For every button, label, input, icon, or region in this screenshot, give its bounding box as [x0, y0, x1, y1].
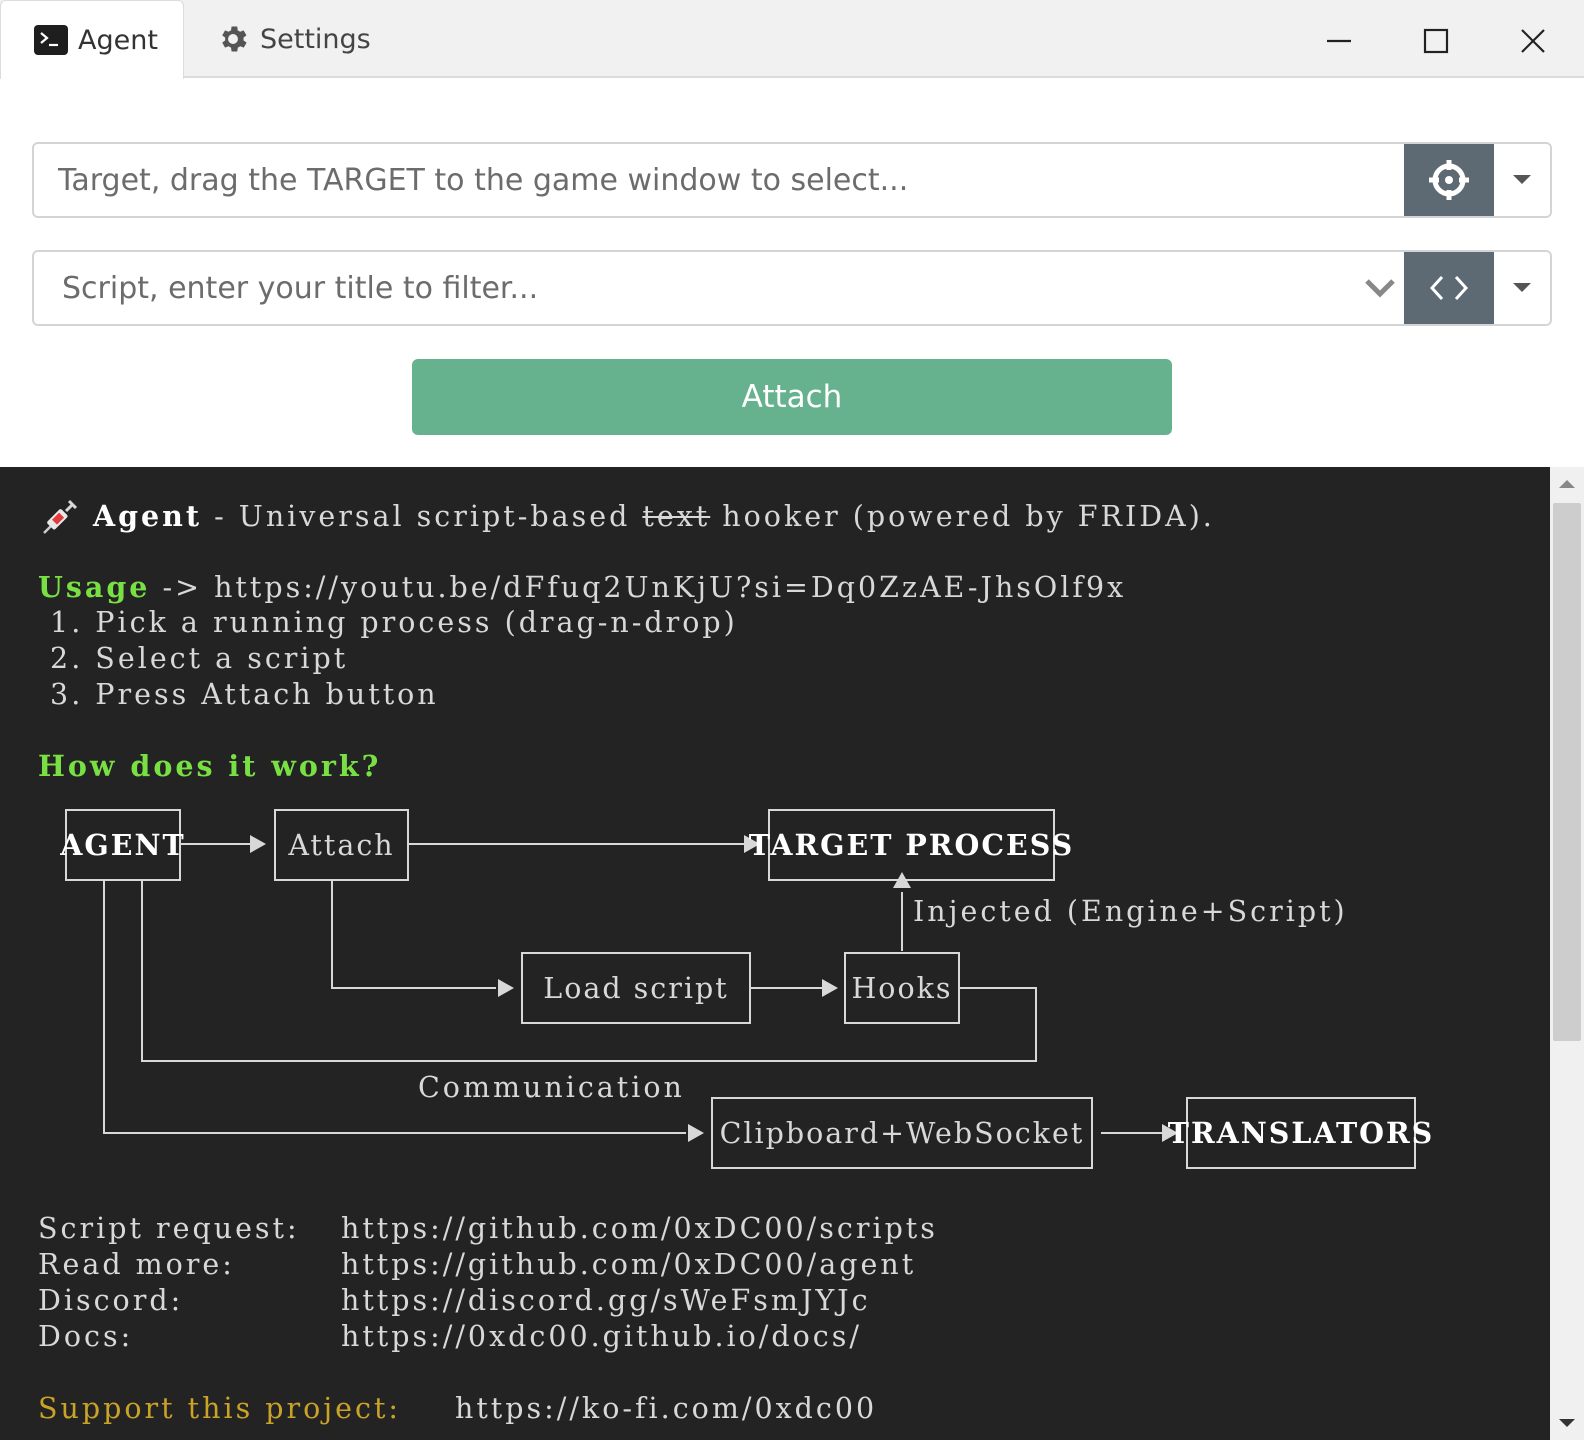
intro-struck-word: text [642, 500, 711, 533]
usage-step: 1. Pick a running process (drag-n-drop) [38, 606, 738, 639]
minimize-icon [1327, 39, 1351, 43]
intro-rest: hooker (powered by FRIDA). [710, 500, 1215, 533]
script-code-button[interactable] [1404, 252, 1494, 324]
intro-dash: - Universal script-based [202, 500, 643, 533]
diagram-communication-label: Communication [418, 1071, 685, 1104]
tab-settings[interactable]: Settings [216, 0, 386, 78]
caret-down-icon [1513, 175, 1531, 184]
code-icon [1429, 275, 1469, 301]
maximize-icon [1423, 28, 1449, 54]
diagram-injected-label: Injected (Engine+Script) [913, 895, 1348, 928]
link-url[interactable]: https://discord.gg/sWeFsmJYJc [341, 1284, 871, 1317]
scroll-up-icon [1559, 480, 1575, 488]
link-url[interactable]: https://0xdc00.github.io/docs/ [341, 1320, 862, 1353]
link-label: Discord: [38, 1284, 184, 1317]
usage-url[interactable]: https://youtu.be/dFfuq2UnKjU?si=Dq0ZzAE-… [214, 571, 1127, 604]
scroll-thumb[interactable] [1553, 503, 1581, 1041]
usage-line: Usage -> https://youtu.be/dFfuq2UnKjU?si… [38, 570, 1126, 605]
target-input[interactable]: Target, drag the TARGET to the game wind… [58, 162, 909, 198]
tab-agent[interactable]: Agent [0, 0, 184, 79]
usage-label: Usage [38, 570, 151, 604]
support-label: Support this project: [38, 1392, 402, 1425]
diagram-hooks-box: Hooks [844, 952, 960, 1024]
console-output: Agent - Universal script-based text hook… [0, 467, 1550, 1440]
diagram-attach-box: Attach [274, 809, 409, 881]
title-bar [0, 0, 1584, 78]
scroll-down-icon [1559, 1419, 1575, 1427]
link-label: Read more: [38, 1248, 235, 1281]
diagram-clipboard-box: Clipboard+WebSocket [711, 1097, 1093, 1169]
syringe-icon [40, 499, 78, 541]
link-label: Docs: [38, 1320, 134, 1353]
terminal-icon [34, 25, 68, 55]
script-field[interactable]: Script, enter your title to filter... [32, 250, 1552, 326]
link-url[interactable]: https://github.com/0xDC00/agent [341, 1248, 917, 1281]
target-dropdown-button[interactable] [1494, 144, 1550, 216]
diagram-target-process-box: TARGET PROCESS [749, 809, 1072, 881]
tab-divider [0, 76, 1584, 78]
link-url[interactable]: https://github.com/0xDC00/scripts [341, 1212, 938, 1245]
gear-icon [216, 22, 250, 56]
usage-step: 3. Press Attach button [38, 678, 439, 711]
scroll-down-button[interactable] [1550, 1406, 1584, 1440]
tab-settings-label: Settings [260, 23, 371, 55]
chevron-down-icon [1365, 279, 1395, 298]
tab-agent-label: Agent [78, 24, 158, 56]
target-picker-button[interactable] [1404, 144, 1494, 216]
maximize-button[interactable] [1411, 16, 1461, 66]
intro-name: Agent [93, 499, 203, 533]
diagram-agent-box: AGENT [60, 809, 184, 881]
scroll-up-button[interactable] [1550, 467, 1584, 501]
caret-down-icon [1513, 283, 1531, 292]
close-icon [1521, 29, 1545, 53]
intro-line: Agent - Universal script-based text hook… [93, 499, 1215, 534]
target-field[interactable]: Target, drag the TARGET to the game wind… [32, 142, 1552, 218]
script-select-chevron[interactable] [1360, 252, 1400, 324]
diagram-load-script-box: Load script [521, 952, 751, 1024]
crosshair-icon [1429, 160, 1469, 200]
diagram-connectors [103, 835, 1178, 1142]
script-input[interactable]: Script, enter your title to filter... [62, 270, 539, 306]
support-url[interactable]: https://ko-fi.com/0xdc00 [455, 1392, 878, 1425]
how-title: How does it work? [38, 749, 382, 783]
script-dropdown-button[interactable] [1494, 252, 1550, 324]
link-label: Script request: [38, 1212, 300, 1245]
usage-arrow: -> [150, 571, 215, 604]
usage-step: 2. Select a script [38, 642, 349, 675]
console-scrollbar[interactable] [1550, 467, 1584, 1440]
attach-button[interactable]: Attach [412, 359, 1172, 435]
close-button[interactable] [1508, 16, 1558, 66]
minimize-button[interactable] [1314, 16, 1364, 66]
diagram-translators-box: TRANSLATORS [1168, 1097, 1432, 1169]
